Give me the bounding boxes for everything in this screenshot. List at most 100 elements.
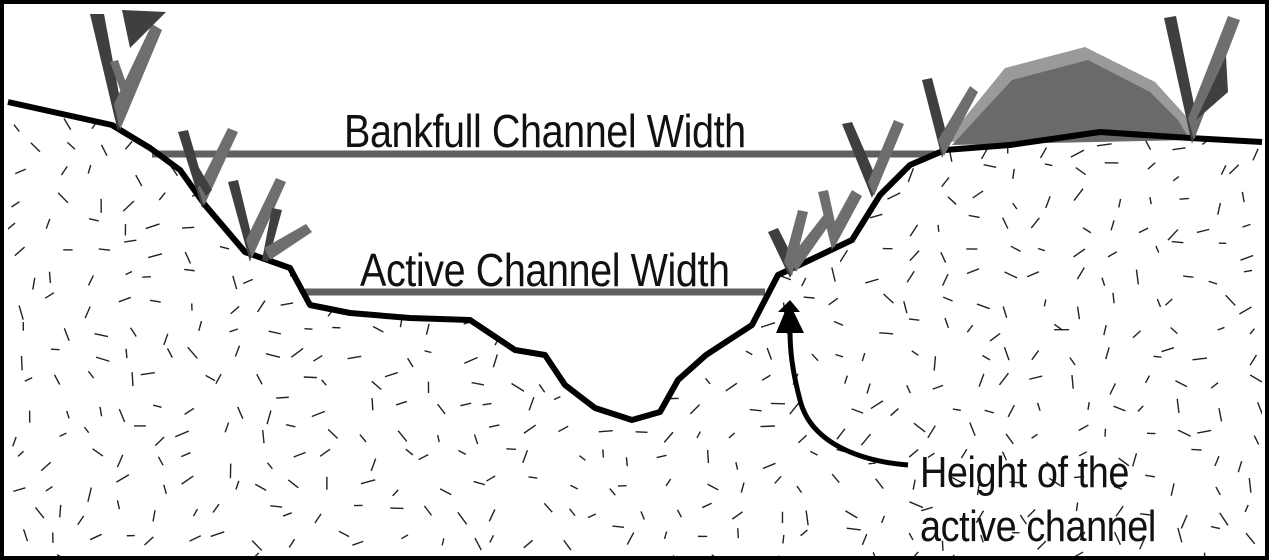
- soil-mark: [761, 374, 771, 381]
- soil-mark: [695, 200, 703, 210]
- soil-mark: [1196, 228, 1210, 234]
- soil-mark: [1026, 271, 1040, 278]
- soil-mark: [872, 551, 878, 556]
- soil-mark: [798, 167, 801, 177]
- soil-mark: [289, 161, 301, 170]
- soil-mark: [1031, 350, 1040, 361]
- soil-mark: [1225, 294, 1236, 306]
- soil-mark: [321, 379, 327, 386]
- soil-mark: [1113, 405, 1126, 412]
- soil-mark: [154, 436, 165, 447]
- soil-mark: [235, 480, 240, 490]
- soil-mark: [940, 251, 947, 263]
- soil-mark: [927, 425, 936, 439]
- soil-mark: [131, 372, 134, 387]
- soil-mark: [989, 332, 1001, 342]
- soil-mark: [810, 450, 818, 456]
- soil-mark: [909, 224, 919, 237]
- soil-mark: [932, 384, 944, 390]
- soil-mark: [142, 275, 151, 278]
- soil-mark: [879, 332, 894, 335]
- soil-mark: [851, 408, 864, 414]
- soil-mark: [259, 244, 264, 252]
- soil-mark: [766, 347, 773, 360]
- soil-mark: [124, 140, 133, 150]
- active-width-label: Active Channel Width: [360, 244, 730, 296]
- soil-mark: [59, 432, 67, 438]
- soil-mark: [944, 317, 950, 329]
- soil-mark: [1237, 460, 1243, 473]
- soil-mark: [40, 461, 52, 472]
- soil-mark: [1103, 325, 1107, 336]
- soil-mark: [511, 382, 525, 392]
- soil-mark: [326, 275, 338, 281]
- soil-mark: [906, 385, 911, 394]
- soil-mark: [56, 554, 66, 556]
- soil-mark: [1257, 402, 1262, 415]
- soil-mark: [181, 475, 194, 485]
- soil-mark: [636, 330, 645, 341]
- grass-tuft-icon: [818, 190, 862, 250]
- soil-mark: [13, 487, 26, 493]
- soil-mark: [1177, 527, 1183, 543]
- soil-mark: [163, 333, 169, 346]
- soil-mark: [799, 136, 809, 147]
- soil-mark: [1079, 531, 1086, 541]
- soil-mark: [528, 476, 538, 479]
- soil-mark: [384, 371, 399, 378]
- grass-tuft-icon: [842, 120, 904, 198]
- soil-mark: [887, 192, 901, 200]
- soil-mark: [230, 305, 240, 315]
- soil-mark: [868, 462, 876, 465]
- arrow-up-icon: [776, 300, 909, 468]
- soil-mark: [800, 529, 808, 537]
- soil-mark: [1027, 508, 1036, 518]
- soil-mark: [1249, 374, 1262, 383]
- soil-mark: [456, 165, 463, 178]
- soil-mark: [268, 330, 282, 335]
- soil-mark: [232, 275, 238, 290]
- soil-mark: [1105, 347, 1110, 360]
- soil-mark: [163, 484, 167, 494]
- soil-mark: [1113, 485, 1123, 490]
- soil-mark: [1043, 299, 1047, 307]
- soil-mark: [184, 407, 195, 415]
- soil-mark: [256, 373, 263, 385]
- soil-mark: [1208, 280, 1218, 285]
- soil-mark: [422, 171, 433, 180]
- soil-mark: [1082, 227, 1092, 234]
- active-channel-height-label: Height of the active channel: [920, 446, 1204, 554]
- soil-mark: [1069, 357, 1076, 366]
- soil-mark: [1240, 254, 1254, 261]
- soil-mark: [789, 402, 800, 415]
- soil-mark: [474, 537, 482, 551]
- soil-mark: [1031, 433, 1038, 439]
- soil-mark: [242, 278, 254, 285]
- soil-mark: [338, 200, 349, 209]
- soil-mark: [1073, 188, 1084, 201]
- soil-mark: [906, 136, 919, 148]
- soil-mark: [883, 293, 894, 304]
- soil-mark: [359, 434, 367, 443]
- soil-mark: [184, 251, 192, 264]
- soil-mark: [661, 197, 666, 209]
- soil-mark: [100, 144, 108, 156]
- soil-mark: [288, 538, 296, 548]
- soil-mark: [219, 245, 230, 250]
- soil-mark: [45, 218, 51, 229]
- soil-mark: [18, 305, 24, 320]
- soil-mark: [972, 190, 984, 199]
- soil-mark: [144, 536, 154, 546]
- soil-mark: [187, 346, 198, 359]
- soil-mark: [942, 296, 953, 302]
- soil-mark: [774, 475, 782, 484]
- soil-mark: [1012, 168, 1015, 179]
- soil-mark: [1177, 429, 1191, 437]
- soil-mark: [149, 299, 161, 303]
- soil-mark: [907, 167, 915, 183]
- soil-mark: [488, 509, 496, 522]
- soil-mark: [1039, 147, 1048, 159]
- soil-mark: [1191, 448, 1202, 451]
- soil-mark: [941, 176, 950, 188]
- soil-mark: [599, 193, 604, 202]
